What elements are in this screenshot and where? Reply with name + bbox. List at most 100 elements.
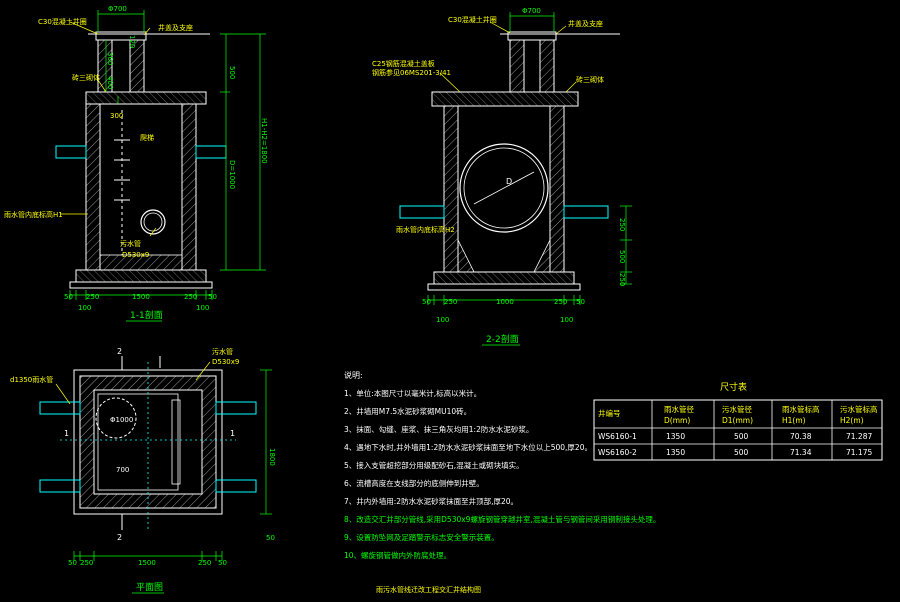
- table-cell: WS6160-1: [598, 432, 637, 441]
- plan-dim-d1000: Φ1000: [110, 416, 133, 424]
- plan-label-pipe: d1350雨水管: [10, 375, 53, 384]
- section-2-title: 2-2剖面: [486, 333, 519, 345]
- label-ladder: 爬梯: [140, 133, 154, 142]
- table-cell: 70.38: [790, 432, 812, 441]
- size-table: 尺寸表 井编号 雨水管径 D(mm) 污水管径 D1(mm) 雨水管标高 H1(…: [593, 381, 883, 461]
- table-cell: 500: [734, 448, 749, 457]
- neck-wall-left-2: [509, 39, 525, 93]
- dim2-100b: 100: [560, 316, 573, 324]
- table-header-unit: H2(m): [840, 416, 864, 425]
- dim-250-2: 250: [618, 218, 626, 231]
- label-300: 300: [110, 112, 123, 120]
- table-cell: 71.34: [790, 448, 812, 457]
- table-title: 尺寸表: [720, 381, 747, 393]
- section-1-title: 1-1剖面: [130, 309, 163, 321]
- dim2-bottom-50a: 50: [422, 298, 431, 306]
- table-cell: 71.287: [846, 432, 872, 441]
- cover-slab-2: [431, 91, 579, 107]
- note-item: 2、井墙用M7.5水泥砂浆砌MU10砖。: [344, 406, 471, 416]
- dim-360: 360: [106, 52, 114, 65]
- table-header-unit: D(mm): [664, 416, 690, 425]
- dim-bottom-250: 250: [86, 293, 99, 301]
- dim-bottom-50b: 50: [208, 293, 217, 301]
- dim2-bottom-250b: 250: [554, 298, 567, 306]
- note-item: 5、接入支管超挖部分用级配砂石,混凝土或砌块填实。: [344, 460, 524, 470]
- table-header: 污水管径: [722, 404, 752, 414]
- dim-100a: 100: [78, 304, 91, 312]
- dim-top-2: Φ700: [522, 7, 541, 15]
- dim-400: 400: [106, 76, 114, 89]
- dim2-bottom-250: 250: [444, 298, 457, 306]
- table-cell: 1350: [666, 432, 685, 441]
- plan-title: 平面图: [136, 582, 163, 593]
- dim-top: Φ700: [108, 5, 127, 13]
- dim-250b-2: 250: [618, 273, 626, 286]
- main-wall-left: [85, 103, 101, 271]
- dim-500-2: 500: [618, 250, 626, 263]
- neck-wall-right-2: [539, 39, 555, 93]
- pipe-right-2: [563, 205, 609, 219]
- dim-d: D=1000: [228, 160, 236, 189]
- plan-dim-50b: 50: [218, 559, 227, 567]
- plan-dim-250b: 250: [198, 559, 211, 567]
- dim-bottom-1500: 1500: [132, 293, 150, 301]
- pipe-d-label: D: [506, 177, 512, 186]
- label-cover: 井盖及支座: [158, 23, 193, 32]
- label-top-ring-2: C30混凝土井圈: [448, 15, 497, 24]
- pipe-left-2: [399, 205, 445, 219]
- plan-dim-700: 700: [116, 466, 129, 474]
- section-2-2: D C30混凝土井圈 井盖及支座 C25钢筋混凝土盖板 钢筋参见06MS201-…: [372, 7, 632, 346]
- label-wall: 砖三砌体: [72, 73, 100, 82]
- plan-label-inlet-size: D530x9: [212, 358, 239, 366]
- plan-dim-1500: 1500: [138, 559, 156, 567]
- table-header-unit: H1(m): [782, 416, 806, 425]
- label-top-ring: C30混凝土井圈: [38, 17, 87, 26]
- dim2-bottom-50b: 50: [576, 298, 585, 306]
- note-item: 7、井内外墙用:2防水水泥砂浆抹面至井顶部,厚20。: [344, 496, 518, 506]
- plan-label-inlet: 污水管: [212, 347, 233, 356]
- plan-mark-1-right: 1: [230, 429, 235, 438]
- note-item: 3、抹面、勾缝、座浆、抹三角灰均用1:2防水水泥砂浆。: [344, 424, 533, 434]
- pipe-left: [55, 145, 87, 159]
- table-cell: 71.175: [846, 448, 872, 457]
- label-spec: 钢筋参见06MS201-3/41: [372, 68, 451, 77]
- table-header: 井编号: [598, 408, 621, 418]
- notes-heading: 说明:: [344, 370, 363, 380]
- inlet-pipe-circle: [140, 209, 166, 235]
- base-slab-2: [433, 271, 575, 285]
- plan-dim-50-right: 50: [266, 534, 275, 542]
- plan-dim-1800: 1800: [268, 448, 276, 466]
- table-cell: 1350: [666, 448, 685, 457]
- dim2-bottom-1000: 1000: [496, 298, 514, 306]
- plan-dim-250a: 250: [80, 559, 93, 567]
- dim-h-total: H1-H2=1800: [260, 118, 268, 164]
- notes: 说明: 1、单位:本图尺寸以毫米计,标高以米计。 2、井墙用M7.5水泥砂浆砌M…: [344, 370, 660, 560]
- label-side: 雨水管内底标高H1: [4, 210, 63, 219]
- table-header: 雨水管径: [664, 404, 694, 414]
- dim-base: 120: [128, 35, 136, 48]
- dim-bottom-50a: 50: [64, 293, 73, 301]
- label-inlet-size: D530x9: [122, 251, 149, 259]
- note-item: 6、流槽高度在支线部分的底侧伸到井壁。: [344, 478, 484, 488]
- note-item: 4、遇地下水时,井外墙用1:2防水水泥砂浆抹面至地下水位以上500,厚20。: [344, 442, 592, 452]
- label-wall-2: 砖三砌体: [576, 75, 604, 84]
- dim2-100a: 100: [436, 316, 449, 324]
- plan-manhole-circle: [95, 397, 137, 439]
- plan-dim-50a: 50: [68, 559, 77, 567]
- main-wall-left-2: [443, 105, 459, 273]
- table-cell: WS6160-2: [598, 448, 637, 457]
- dim-upper: 500: [228, 66, 236, 79]
- main-wall-right: [181, 103, 197, 271]
- table-cell: 500: [734, 432, 749, 441]
- label-concrete: C25钢筋混凝土盖板: [372, 59, 435, 68]
- label-cover-2: 井盖及支座: [568, 19, 603, 28]
- note-item: 1、单位:本图尺寸以毫米计,标高以米计。: [344, 388, 481, 398]
- main-wall-right-2: [549, 105, 565, 273]
- section-1-1: C30混凝土井圈 井盖及支座 砖三砌体 爬梯 300 污水管 D530x9 雨水…: [4, 5, 268, 322]
- table-header: 雨水管标高: [782, 404, 820, 414]
- plan-view: 2 2 1 1 d1350雨水管 污水管 D530x9 Φ1000 700 18…: [10, 347, 276, 594]
- plan-mark-2-bottom: 2: [117, 533, 122, 542]
- note-item-highlight: 8、改造交汇井部分管线,采用D530x9螺旋钢管穿越井室,混凝土管与钢管间采用钢…: [344, 514, 660, 524]
- pipe-right: [195, 145, 227, 159]
